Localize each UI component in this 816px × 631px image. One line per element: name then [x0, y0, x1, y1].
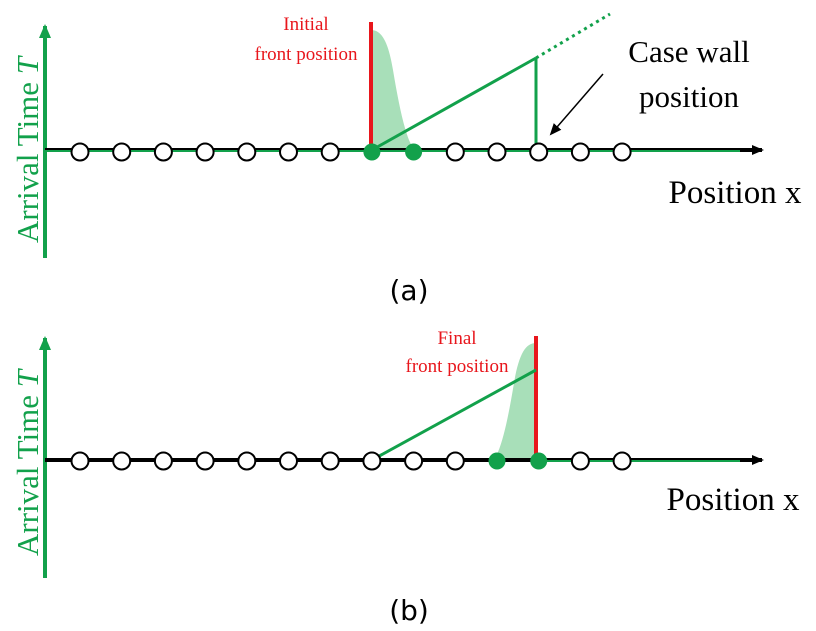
panel-b: Arrival Time T Final front position Posi…	[10, 328, 800, 627]
open-node-a-2	[153, 142, 173, 162]
open-node-a-5	[279, 142, 298, 162]
initial-front-label-line2: front position	[255, 44, 358, 65]
case-wall-label-line1: Case wall	[628, 34, 749, 69]
open-node-a-9	[445, 142, 465, 162]
open-node-b-12	[570, 451, 590, 471]
open-node-b-4	[237, 451, 257, 471]
open-node-a-0	[70, 142, 90, 162]
open-node-a-12	[570, 142, 590, 162]
open-node-b-7	[362, 451, 382, 471]
final-front-label-line1: Final	[437, 328, 476, 349]
open-node-a-1	[112, 142, 132, 162]
open-node-b-3	[195, 451, 215, 471]
y-axis-label-b: Arrival Time T	[10, 367, 45, 556]
open-node-a-3	[195, 142, 215, 162]
caption-a: (a)	[389, 274, 428, 307]
node-row-a	[70, 142, 632, 162]
filled-node-a-8	[405, 143, 423, 161]
open-node-a-6	[320, 142, 340, 162]
filled-node-b-11	[530, 452, 548, 470]
pulse-shading-a	[371, 30, 418, 150]
node-row-b	[70, 451, 632, 471]
arrival-time-line-a	[371, 56, 537, 152]
caption-b: (b)	[389, 594, 429, 627]
case-wall-label-line2: position	[639, 79, 739, 114]
x-axis-label-b: Position x	[667, 482, 800, 518]
open-node-a-4	[237, 142, 257, 162]
panel-a: Arrival Time T Initial front position Ca…	[10, 12, 802, 307]
open-node-b-6	[320, 451, 340, 471]
open-node-a-10	[487, 142, 507, 162]
open-node-b-5	[279, 451, 298, 471]
filled-node-a-7	[363, 143, 381, 161]
pulse-shading-b	[489, 343, 536, 460]
x-axis-label-a: Position x	[669, 175, 802, 211]
arrival-time-line-b	[371, 368, 537, 462]
open-node-b-8	[404, 451, 424, 471]
final-front-label-line2: front position	[406, 356, 509, 377]
filled-node-b-10	[488, 452, 506, 470]
initial-front-label-line1: Initial	[283, 14, 328, 35]
open-node-b-2	[153, 451, 173, 471]
arrival-time-extension-dotted	[535, 12, 611, 60]
open-node-b-1	[112, 451, 132, 471]
open-node-b-9	[445, 451, 465, 471]
open-node-b-0	[70, 451, 90, 471]
open-node-b-13	[612, 451, 632, 471]
open-node-a-11	[529, 142, 549, 162]
y-axis-label-a: Arrival Time T	[10, 54, 45, 243]
case-wall-arrow	[549, 73, 604, 136]
open-node-a-13	[612, 142, 632, 162]
